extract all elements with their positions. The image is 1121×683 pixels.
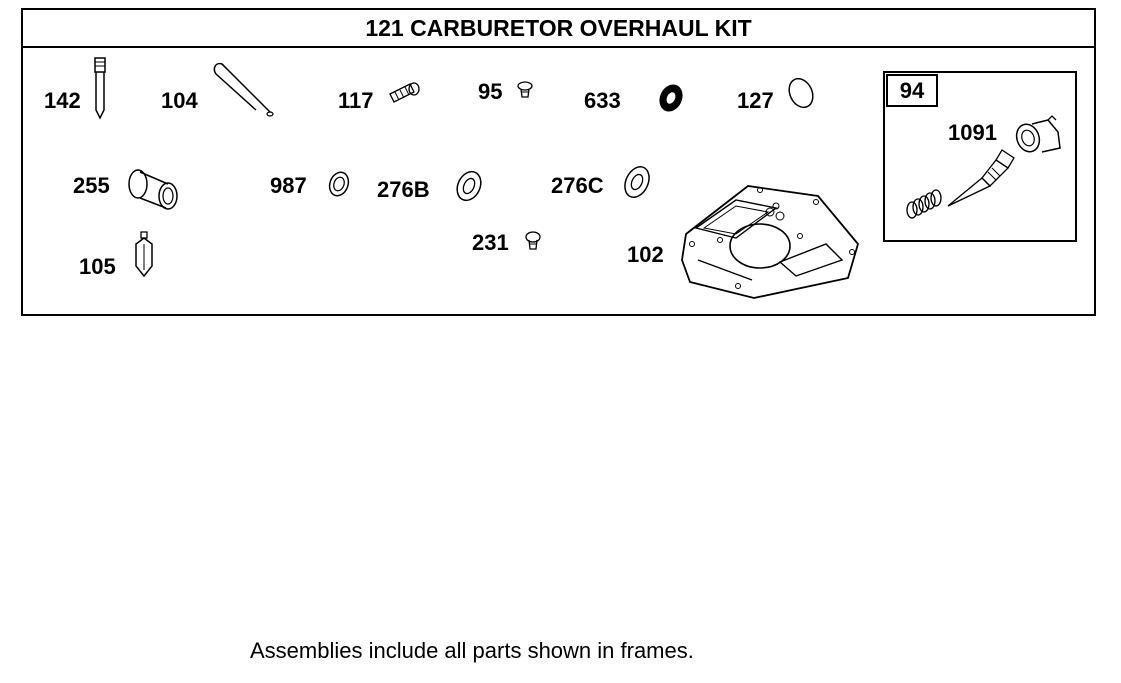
assembly-tag: 94 [886,74,938,107]
screw-part-117-icon [389,82,420,103]
washer-part-276C-icon [624,166,650,198]
bushing-part-255-icon [128,169,178,210]
plug-part-127-icon [788,77,814,109]
washer-part-276B-icon [456,170,482,202]
seal-part-633-icon [659,84,683,112]
part-label-105: 105 [79,254,116,279]
kit-frame: 121 CARBURETOR OVERHAUL KIT [21,8,1096,316]
part-label-142: 142 [44,88,81,113]
part-label-95: 95 [478,79,503,104]
part-label-127: 127 [737,88,774,113]
fitting-part-1091-icon [1015,115,1061,153]
part-label-1091: 1091 [948,120,997,145]
assembly-frame [883,71,1077,242]
part-label-231: 231 [472,230,509,255]
part-label-117: 117 [338,88,374,113]
needle-valve-part-105-icon [135,231,153,278]
pin-part-142-icon [94,57,106,120]
part-label-255: 255 [73,173,110,198]
assembly-footnote: Assemblies include all parts shown in fr… [250,638,694,663]
gasket-part-102-icon [681,185,859,299]
part-label-276B: 276B [377,177,430,202]
screw-part-95-icon [517,81,533,98]
part-label-104: 104 [161,88,198,113]
washer-part-987-icon [328,171,350,197]
screw-part-231-icon [525,231,541,250]
part-label-102: 102 [627,242,664,267]
kit-title: 121 CARBURETOR OVERHAUL KIT [23,10,1094,48]
link-rod-part-104-icon [213,62,274,117]
part-label-276C: 276C [551,173,604,198]
part-label-987: 987 [270,173,307,198]
needle-spring-assembly-icon [906,149,1015,219]
part-label-633: 633 [584,88,621,113]
